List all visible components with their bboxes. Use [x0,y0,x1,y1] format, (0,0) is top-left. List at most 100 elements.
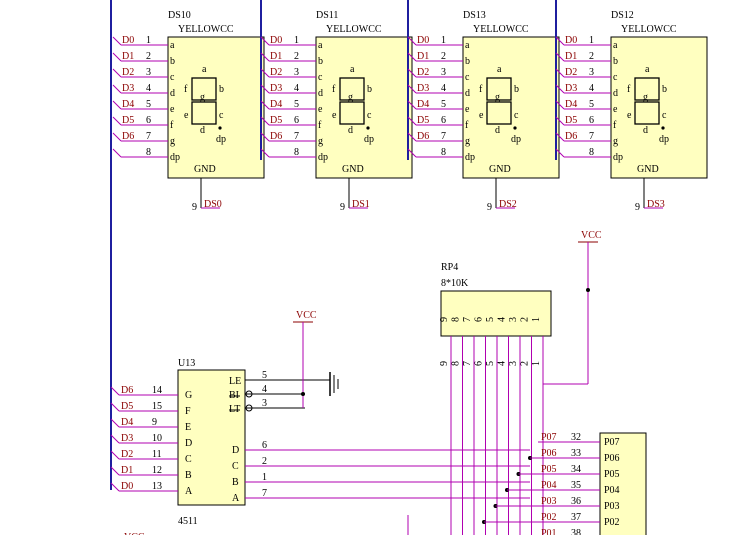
segment-pin-name: d [465,88,470,99]
segment-dp-label: dp [659,134,669,145]
vcc-label-rp4: VCC [581,230,602,241]
port-net-label: P01 [541,528,557,535]
gnd-net-label: DS0 [204,199,222,210]
segment-pin-name: c [318,72,323,83]
pin-number: 4 [589,83,594,94]
gnd-pin-number: 9 [635,202,640,213]
segment-pin-name: b [465,56,470,67]
pin-number: 12 [152,465,162,476]
rp4-pin-number-outer: 1 [531,361,542,366]
segment-pin-name: e [465,104,470,115]
pin-number: 4 [441,83,446,94]
segment-c-label: c [662,110,667,121]
segment-lower-box [339,101,365,125]
pin-number: 7 [262,488,267,499]
net-label: D2 [565,67,577,78]
rp4-pin-number-outer: 7 [462,361,473,366]
pin-number: 1 [294,35,299,46]
segment-pin-name: e [613,104,618,115]
rp4-pin-number: 3 [508,317,519,322]
u13-output-name: A [232,493,240,504]
segment-pin-name: d [318,88,323,99]
pin-number: 3 [294,67,299,78]
u13-pin-name: D [185,438,192,449]
segment-g-label: g [348,92,353,103]
bus-entry [555,100,565,110]
pin-number: 8 [294,147,299,158]
segment-pin-name: b [170,56,175,67]
pin-number: 7 [441,131,446,142]
junction [586,288,590,292]
net-label: D6 [417,131,429,142]
pin-number: 3 [262,398,267,409]
display-ref: DS10 [168,10,191,21]
bus-entry [407,36,417,46]
bus-entry [112,84,122,94]
segment-d-label: d [200,125,205,136]
bus-entry [555,84,565,94]
segment-pin-name: b [613,56,618,67]
pin-number: 2 [146,51,151,62]
pin-number: 6 [262,440,267,451]
gnd-pin-number: 9 [192,202,197,213]
bus-entry [555,116,565,126]
bus-entry [555,68,565,78]
segment-g-label: g [495,92,500,103]
bus-entry [110,418,120,428]
pin-number: 3 [441,67,446,78]
gnd-net-label: DS2 [499,199,517,210]
pin-number: 5 [589,99,594,110]
bus-entry [110,386,120,396]
pin-number: 1 [441,35,446,46]
gnd-label: GND [637,164,659,175]
bus-entry [260,68,270,78]
net-label: D0 [121,481,133,492]
segment-pin-name: dp [170,152,180,163]
gnd-pin-number: 9 [487,202,492,213]
segment-dp-label: dp [216,134,226,145]
pin-number: 2 [441,51,446,62]
pin-number: 4 [262,384,267,395]
display-ref: DS12 [611,10,634,21]
pin-number: 8 [146,147,151,158]
pin-number: 3 [146,67,151,78]
pin-number: 3 [589,67,594,78]
net-label: D0 [122,35,134,46]
net-label: D1 [270,51,282,62]
u13-pin-name: B [185,470,192,481]
display-part: YELLOWCC [621,24,677,35]
rp4-value: 8*10K [441,278,469,289]
net-label: D5 [121,401,133,412]
port-pin-name: P04 [604,485,620,496]
segment-e-label: e [332,110,337,121]
bus-entry [110,434,120,444]
rp4-pin-number-outer: 8 [451,361,462,366]
bottom-vcc-fragment: VCC [124,532,145,535]
bus-entry [260,52,270,62]
net-label: D4 [565,99,577,110]
net-label: D6 [122,131,134,142]
rp4-pin-number-outer: 5 [485,361,496,366]
pin-number: 8 [441,147,446,158]
decimal-point [513,126,517,130]
u13-pin-name: A [185,486,193,497]
bus-entry [407,116,417,126]
display-part: YELLOWCC [178,24,234,35]
segment-dp-label: dp [511,134,521,145]
rp4-pin-number: 6 [474,317,485,322]
pin-number: 9 [152,417,157,428]
net-label: D4 [417,99,429,110]
rp4-pin-number: 8 [451,317,462,322]
pin-number: 37 [571,512,581,523]
bus-entry [110,450,120,460]
rp4-body [440,290,552,337]
rp4-pin-number: 5 [485,317,496,322]
bus-entry [112,52,122,62]
segment-pin-name: a [465,40,470,51]
net-label: D6 [565,131,577,142]
pin-number: 6 [294,115,299,126]
pin-number: 2 [294,51,299,62]
bus-entry [260,100,270,110]
net-label: D0 [270,35,282,46]
